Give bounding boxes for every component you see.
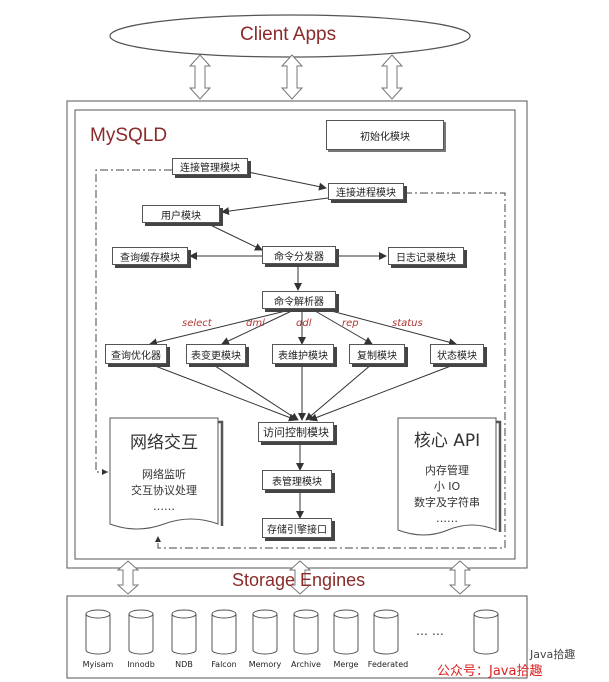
mysqld-inner-box xyxy=(74,109,516,560)
cylinder-innodb xyxy=(128,609,154,655)
client-double-arrows xyxy=(188,54,404,100)
core-api-dots: …… xyxy=(436,512,458,525)
cylinder-falcon xyxy=(211,609,237,655)
cylinder-archive xyxy=(293,609,319,655)
network-dots: …… xyxy=(153,500,175,513)
engine-label-memory: Memory xyxy=(248,660,282,669)
conn-thread-module: 连接进程模块 xyxy=(328,183,404,200)
user-module: 用户模块 xyxy=(142,205,220,223)
cylinder-ndb xyxy=(171,609,197,655)
core-api-doc-shape xyxy=(397,417,497,536)
cylinder-memory xyxy=(252,609,278,655)
storage-engines-box xyxy=(66,595,528,679)
query-cache-module: 查询缓存模块 xyxy=(112,247,188,265)
access-ctrl-module: 访问控制模块 xyxy=(258,422,334,442)
branch-label-ddl: ddl xyxy=(296,318,312,329)
network-doc-shape xyxy=(109,417,219,530)
engine-label-merge: Merge xyxy=(333,660,359,669)
replication-module: 复制模块 xyxy=(349,344,405,364)
cylinder-federated xyxy=(373,609,399,655)
cmd-dispatch-module: 命令分发器 xyxy=(262,246,336,264)
branch-label-dml: dml xyxy=(246,318,265,329)
core-api-doc: 核心 API 内存管理 小 IO 数字及字符串 …… xyxy=(400,426,494,527)
status-module: 状态模块 xyxy=(430,344,484,364)
engine-label-falcon: Falcon xyxy=(211,660,237,669)
watermark-line: 公众号：Java拾趣 xyxy=(437,664,543,679)
storage-double-arrows xyxy=(116,560,472,595)
core-api-line3: 数字及字符串 xyxy=(414,496,480,509)
network-title: 网络交互 xyxy=(130,433,198,453)
network-doc: 网络交互 网络监听 交互协议处理 …… xyxy=(112,428,216,515)
engine-label-myisam: Myisam xyxy=(82,660,114,669)
conn-mgmt-module: 连接管理模块 xyxy=(172,158,248,175)
table-change-module: 表变更模块 xyxy=(186,344,246,364)
engine-label-ndb: NDB xyxy=(175,660,193,669)
cmd-parser-module: 命令解析器 xyxy=(262,291,336,309)
branch-label-status: status xyxy=(392,318,423,329)
engine-cylinders xyxy=(85,609,499,655)
table-mgmt-module: 表管理模块 xyxy=(262,470,332,490)
core-api-title: 核心 API xyxy=(413,431,481,451)
optimizer-module: 查询优化器 xyxy=(105,344,167,364)
branch-label-rep: rep xyxy=(342,318,359,329)
log-module: 日志记录模块 xyxy=(388,247,464,265)
engines-more-dots: … … xyxy=(416,624,444,638)
network-line1: 网络监听 xyxy=(142,468,186,481)
client-apps-title: Client Apps xyxy=(240,24,337,45)
engine-label-federated: Federated xyxy=(367,660,409,669)
table-maint-module: 表维护模块 xyxy=(272,344,334,364)
core-api-line2: 小 IO xyxy=(433,480,461,493)
storage-if-module: 存储引擎接口 xyxy=(262,518,332,538)
cylinder-myisam xyxy=(85,609,111,655)
cylinder-more xyxy=(473,609,499,655)
init-module: 初始化模块 xyxy=(326,120,444,150)
cylinder-merge xyxy=(333,609,359,655)
watermark-channel: Java拾趣 xyxy=(530,648,576,661)
engine-label-archive: Archive xyxy=(291,660,321,669)
engine-label-innodb: Innodb xyxy=(127,660,155,669)
mysqld-title: MySQLD xyxy=(90,125,168,146)
storage-engines-title: Storage Engines xyxy=(232,570,366,590)
network-line2: 交互协议处理 xyxy=(131,484,197,497)
core-api-line1: 内存管理 xyxy=(425,464,469,477)
flow-arrows xyxy=(149,171,457,519)
branch-label-select: select xyxy=(182,318,212,329)
